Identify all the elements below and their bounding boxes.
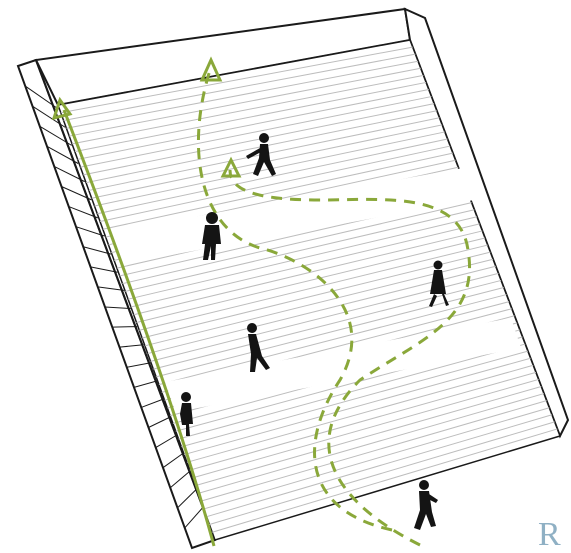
- person-figure-bottom: [414, 480, 438, 530]
- corner-mark: R: [538, 518, 561, 552]
